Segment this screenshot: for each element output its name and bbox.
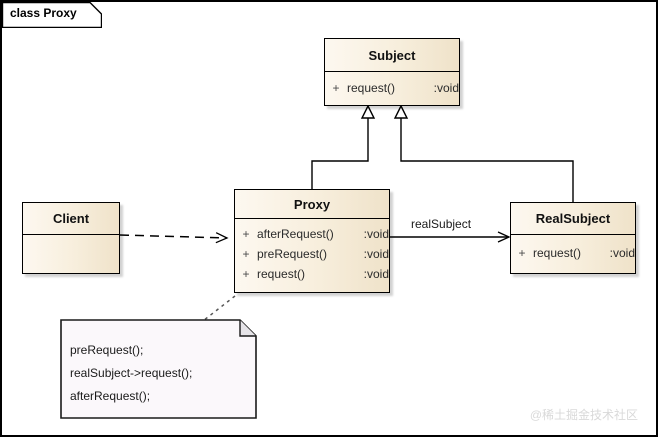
member-visibility: + (242, 247, 250, 261)
class-member: + request() :void (235, 264, 389, 284)
note-line: preRequest(); (70, 343, 144, 357)
member-signature: afterRequest() (257, 227, 334, 241)
association-label-realsubject: realSubject (411, 217, 472, 231)
class-member: + request() :void (325, 78, 459, 98)
class-subject-members: + request() :void (325, 72, 459, 105)
member-type: :void (363, 227, 389, 241)
dependency-client-to-proxy (119, 232, 229, 244)
class-client-title: Client (23, 203, 119, 235)
uml-class-realsubject[interactable]: RealSubject + request() :void (510, 202, 636, 274)
class-realsubject-title: RealSubject (511, 203, 635, 235)
class-subject-title: Subject (325, 39, 459, 72)
diagram-frame-label: class Proxy (10, 6, 77, 20)
class-member: + preRequest() :void (235, 244, 389, 264)
member-type: :void (609, 246, 635, 260)
member-type: :void (363, 267, 389, 281)
member-visibility: + (518, 246, 526, 260)
uml-class-subject[interactable]: Subject + request() :void (324, 38, 460, 106)
class-proxy-title: Proxy (235, 190, 389, 219)
member-signature: request() (533, 246, 582, 260)
watermark-text: @稀土掘金技术社区 (529, 408, 638, 422)
note-line: realSubject->request(); (70, 366, 193, 380)
class-member: + afterRequest() :void (235, 224, 389, 244)
class-realsubject-members: + request() :void (511, 235, 635, 274)
member-type: :void (363, 247, 389, 261)
member-type: :void (433, 81, 459, 95)
frame-tab-shape (2, 2, 102, 28)
member-visibility: + (242, 267, 250, 281)
member-visibility: + (332, 81, 340, 95)
member-signature: preRequest() (257, 247, 328, 261)
note-line: afterRequest(); (70, 389, 151, 403)
class-proxy-members: + afterRequest() :void + preRequest() :v… (235, 219, 389, 293)
generalization-proxy-to-subject (311, 104, 376, 189)
class-client-members (23, 235, 119, 274)
member-visibility: + (242, 227, 250, 241)
member-signature: request() (347, 81, 396, 95)
note-shape (60, 319, 257, 419)
uml-class-proxy[interactable]: Proxy + afterRequest() :void + preReques… (234, 189, 390, 293)
generalization-realsubject-to-subject (393, 104, 574, 202)
note-anchor-line (198, 295, 236, 325)
member-signature: request() (257, 267, 306, 281)
uml-class-client[interactable]: Client (22, 202, 120, 274)
class-member: + request() :void (511, 243, 635, 263)
diagram-frame-tab: class Proxy (2, 2, 102, 28)
note-text-block: preRequest(); realSubject->request(); af… (70, 331, 250, 415)
uml-note[interactable]: preRequest(); realSubject->request(); af… (60, 319, 257, 419)
